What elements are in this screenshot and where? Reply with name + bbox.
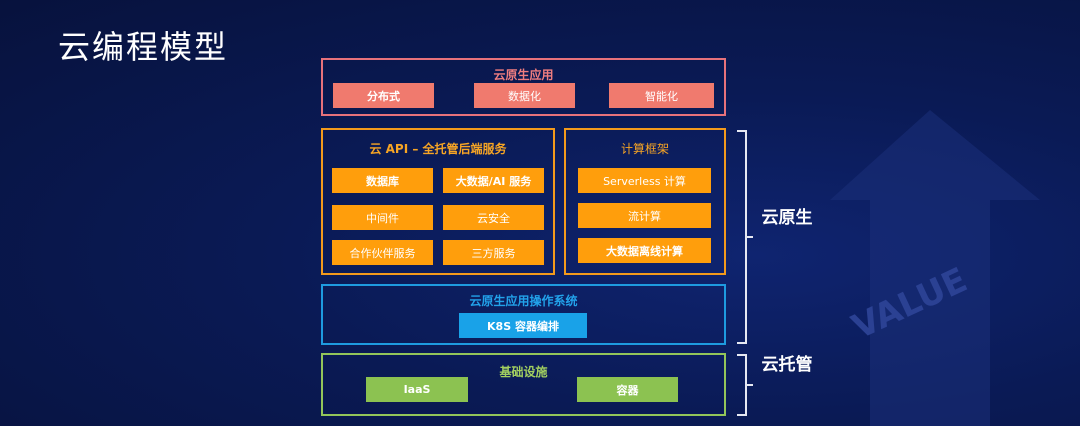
chip-k8s: K8S 容器编排 bbox=[459, 313, 587, 338]
chip-serverless: Serverless 计算 bbox=[578, 168, 711, 193]
cloud-native-label: 云原生 bbox=[761, 208, 813, 228]
chip-offline-bigdata: 大数据离线计算 bbox=[578, 238, 711, 263]
layer-title: 基础设施 bbox=[499, 365, 548, 379]
chip-middleware: 中间件 bbox=[332, 205, 433, 230]
chip-database: 数据库 bbox=[332, 168, 433, 193]
cloud-native-bracket-tick bbox=[745, 236, 753, 238]
cloud-native-app-layer: 云原生应用 分布式 数据化 智能化 bbox=[321, 58, 726, 116]
layer-title: 云原生应用 bbox=[493, 68, 554, 82]
cloud-api-layer: 云 API – 全托管后端服务 数据库 大数据/AI 服务 中间件 云安全 合作… bbox=[321, 128, 555, 275]
compute-framework-layer: 计算框架 Serverless 计算 流计算 大数据离线计算 bbox=[564, 128, 726, 275]
cloud-native-os-layer: 云原生应用操作系统 K8S 容器编排 bbox=[321, 284, 726, 345]
page-title: 云编程模型 bbox=[58, 28, 229, 66]
layer-title: 计算框架 bbox=[620, 142, 669, 156]
chip-bigdata-ai: 大数据/AI 服务 bbox=[443, 168, 544, 193]
chip-cloud-security: 云安全 bbox=[443, 205, 544, 230]
cloud-hosted-bracket-tick bbox=[745, 384, 753, 386]
chip-intelligent: 智能化 bbox=[609, 83, 714, 108]
value-arrow-graphic: VALUE bbox=[830, 110, 1040, 426]
chip-distributed: 分布式 bbox=[333, 83, 434, 108]
chip-third-party-service: 三方服务 bbox=[443, 240, 544, 265]
chip-partner-service: 合作伙伴服务 bbox=[332, 240, 433, 265]
chip-iaas: IaaS bbox=[366, 377, 468, 402]
chip-container: 容器 bbox=[577, 377, 678, 402]
chip-data: 数据化 bbox=[474, 83, 575, 108]
layer-title: 云原生应用操作系统 bbox=[469, 294, 578, 308]
layer-title: 云 API – 全托管后端服务 bbox=[369, 142, 507, 156]
chip-stream-compute: 流计算 bbox=[578, 203, 711, 228]
infrastructure-layer: 基础设施 IaaS 容器 bbox=[321, 353, 726, 416]
cloud-hosted-label: 云托管 bbox=[761, 355, 813, 375]
